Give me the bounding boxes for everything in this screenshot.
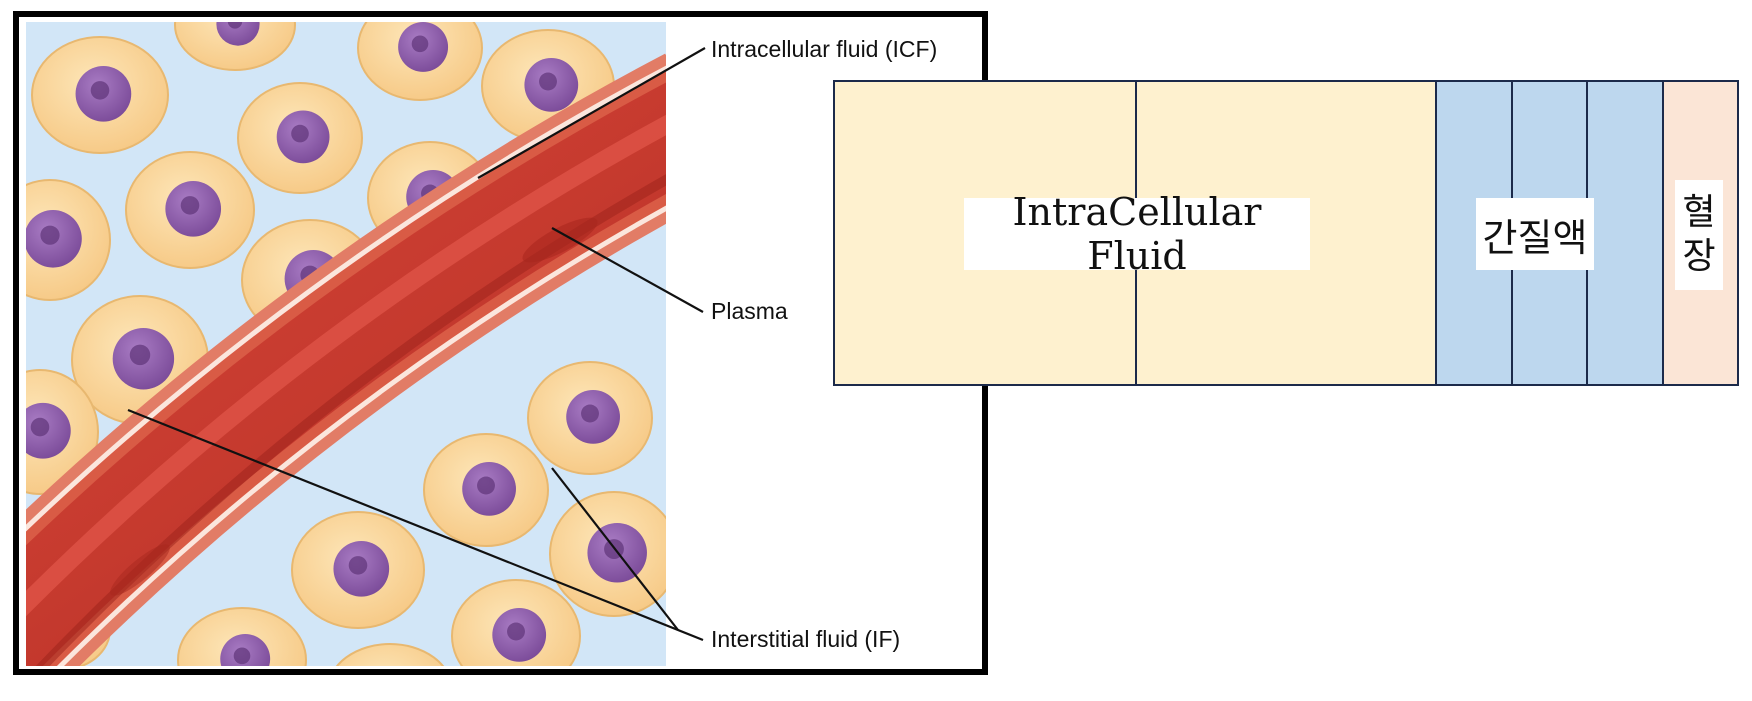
fluid-compartments-illustration [13,11,988,694]
nucleolus [581,404,599,423]
cell [174,22,296,71]
leader-lines [127,47,706,642]
nucleolus [40,225,60,245]
leader-line-icf [477,47,706,179]
callout-interstitial-fluid: Interstitial fluid (IF) [711,626,901,653]
leader-line-if-1 [127,408,704,642]
nucleolus [291,124,309,143]
red-blood-cell [110,544,170,596]
label-interstitial-fluid: 간질액 [1476,198,1594,270]
callout-intracellular-fluid: Intracellular fluid (ICF) [711,36,938,63]
leader-line-if-2 [551,467,679,631]
callout-plasma: Plasma [711,298,788,325]
leader-line-plasma [551,227,704,313]
nucleolus [30,417,50,437]
red-blood-cell [522,217,598,263]
nucleolus [411,35,429,53]
label-plasma: 혈장 [1675,180,1723,290]
nucleolus [383,679,398,694]
nucleolus [348,556,368,575]
nucleolus [129,344,151,366]
nucleolus [477,476,495,495]
blood-vessel [26,53,666,666]
nucleolus [507,622,525,641]
nucleolus [90,81,110,100]
nucleolus [233,647,251,665]
nucleolus [227,22,243,29]
cell [335,643,445,666]
nucleolus [180,196,200,215]
interstitial-block-3 [1586,82,1662,384]
label-intracellular-fluid: IntraCellular Fluid [964,190,1310,278]
nucleolus [539,72,557,91]
cell-nucleus [216,22,260,46]
